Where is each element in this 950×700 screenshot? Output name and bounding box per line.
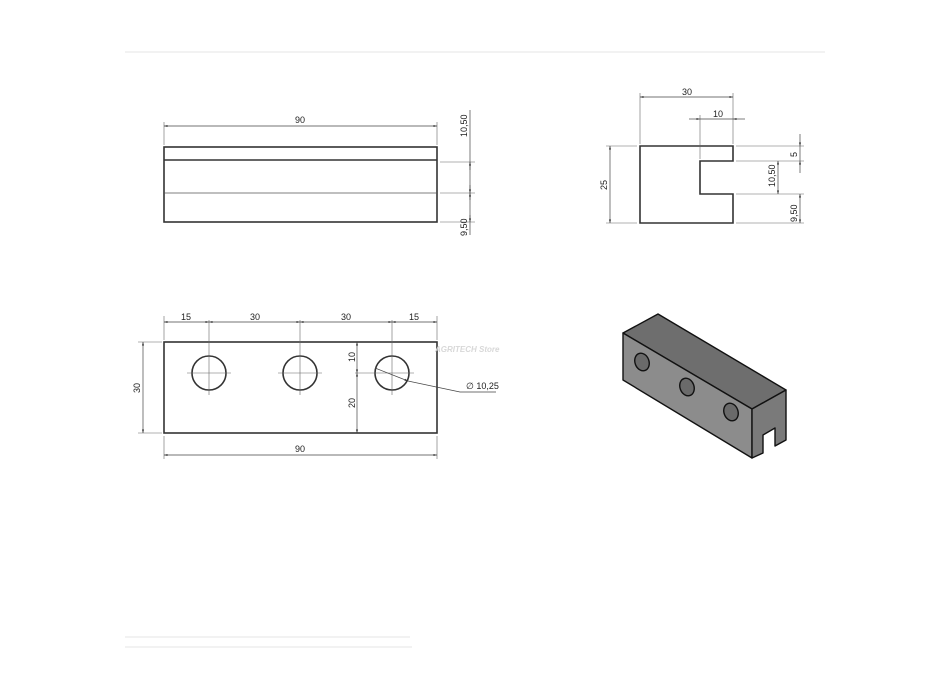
hole-3 xyxy=(355,320,414,395)
dim-side-width: 30 xyxy=(682,87,692,97)
dim-top-width: 30 xyxy=(132,383,142,393)
hole-2 xyxy=(278,320,322,395)
dim-top-offset-right: 15 xyxy=(409,312,419,322)
dim-hole-diameter: ∅ 10,25 xyxy=(466,381,499,391)
dim-side-slot-depth: 10 xyxy=(713,109,723,119)
dim-side-bottom-offset: 9,50 xyxy=(789,204,799,222)
dim-front-lower: 9,50 xyxy=(459,218,469,236)
dim-top-spacing-1: 30 xyxy=(250,312,260,322)
dim-side-height: 25 xyxy=(599,180,609,190)
dim-top-spacing-2: 30 xyxy=(341,312,351,322)
hole-1 xyxy=(187,320,231,395)
dim-top-length: 90 xyxy=(295,444,305,454)
watermark: AGRITECH Store xyxy=(434,345,500,354)
front-view: 90 10,50 9,50 xyxy=(163,110,475,236)
dim-side-top-offset: 5 xyxy=(789,152,799,157)
dim-top-hole-to-edge: 20 xyxy=(347,398,357,408)
dim-front-upper: 10,50 xyxy=(459,114,469,137)
dim-side-slot-height: 10,50 xyxy=(767,164,777,187)
dim-top-offset-left: 15 xyxy=(181,312,191,322)
isometric-view xyxy=(622,313,787,459)
iso-right-face xyxy=(751,389,787,459)
top-view: 15 30 30 15 30 90 10 20 ∅ 10,25 AGRITECH… xyxy=(132,312,500,459)
dim-top-hole-from-edge: 10 xyxy=(347,352,357,362)
side-view: 30 10 25 5 10,50 9,50 xyxy=(599,87,804,224)
dim-front-length: 90 xyxy=(295,115,305,125)
